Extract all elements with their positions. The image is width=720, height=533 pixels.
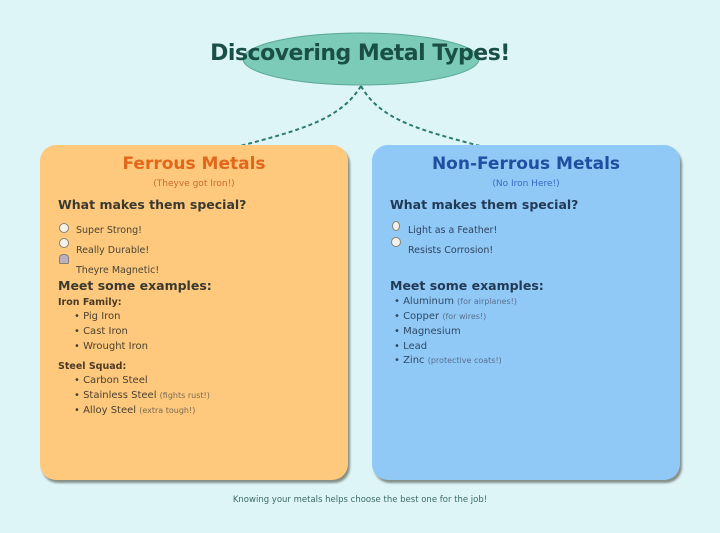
card-subtitle: (No Iron Here!) bbox=[492, 179, 560, 189]
special-heading: What makes them special? bbox=[58, 197, 247, 212]
special-heading: What makes them special? bbox=[390, 197, 579, 212]
list-item: • Copper (for wires!) bbox=[394, 311, 487, 322]
item-note: (fights rust!) bbox=[159, 391, 210, 400]
card-title: Ferrous Metals bbox=[122, 154, 266, 174]
feature-item: Really Durable! bbox=[76, 245, 150, 256]
examples-heading: Meet some examples: bbox=[58, 278, 212, 293]
list-item: • Alloy Steel (extra tough!) bbox=[74, 405, 196, 416]
list-item: • Cast Iron bbox=[74, 326, 128, 337]
item-name: Copper bbox=[403, 311, 440, 322]
item-name: Zinc bbox=[403, 355, 425, 366]
card-title: Non-Ferrous Metals bbox=[431, 154, 621, 174]
list-item: • Magnesium bbox=[394, 326, 461, 337]
feature-item: Resists Corrosion! bbox=[408, 245, 494, 256]
ferrous-metals-card: Ferrous Metals (Theyve got Iron!) What m… bbox=[40, 145, 348, 480]
item-name: Lead bbox=[403, 341, 428, 352]
feature-item: Light as a Feather! bbox=[408, 225, 498, 236]
feather-icon bbox=[392, 221, 400, 231]
item-note: (protective coats!) bbox=[427, 356, 502, 365]
list-item: • Lead bbox=[394, 341, 428, 352]
group-label: Steel Squad: bbox=[58, 361, 127, 372]
item-name: Magnesium bbox=[403, 326, 461, 337]
flexed-arm-icon bbox=[59, 223, 69, 233]
list-item: • Wrought Iron bbox=[74, 341, 148, 352]
item-note: (extra tough!) bbox=[139, 406, 196, 415]
title-ellipse bbox=[242, 32, 480, 86]
non-ferrous-metals-card: Non-Ferrous Metals (No Iron Here!) What … bbox=[372, 145, 680, 480]
list-item: • Carbon Steel bbox=[74, 375, 148, 386]
list-item: • Zinc (protective coats!) bbox=[394, 355, 502, 366]
group-label: Iron Family: bbox=[58, 297, 122, 308]
item-note: (for wires!) bbox=[442, 312, 487, 321]
feature-item: Theyre Magnetic! bbox=[76, 265, 160, 276]
card-subtitle: (Theyve got Iron!) bbox=[153, 179, 235, 189]
connector-left bbox=[239, 85, 362, 147]
connector-right bbox=[360, 85, 481, 147]
item-name: Stainless Steel bbox=[83, 390, 157, 401]
list-item: • Aluminum (for airplanes!) bbox=[394, 296, 517, 307]
magnet-icon bbox=[59, 254, 69, 264]
item-name: Wrought Iron bbox=[83, 341, 148, 352]
footer-caption: Knowing your metals helps choose the bes… bbox=[232, 495, 488, 505]
item-name: Pig Iron bbox=[83, 311, 121, 322]
item-note: (for airplanes!) bbox=[457, 297, 517, 306]
shield-icon bbox=[59, 238, 69, 248]
item-name: Cast Iron bbox=[83, 326, 128, 337]
item-name: Carbon Steel bbox=[83, 375, 148, 386]
shield-icon bbox=[391, 237, 401, 247]
item-name: Aluminum bbox=[403, 296, 454, 307]
list-item: • Stainless Steel (fights rust!) bbox=[74, 390, 210, 401]
list-item: • Pig Iron bbox=[74, 311, 121, 322]
feature-item: Super Strong! bbox=[76, 225, 142, 236]
page-title: Discovering Metal Types! bbox=[210, 41, 510, 66]
examples-heading: Meet some examples: bbox=[390, 278, 544, 293]
item-name: Alloy Steel bbox=[83, 405, 137, 416]
